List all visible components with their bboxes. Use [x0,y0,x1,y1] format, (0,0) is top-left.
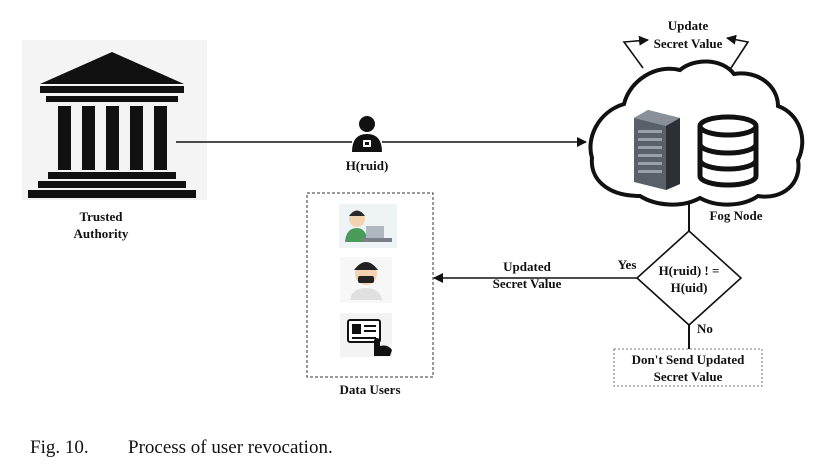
masked-user-icon [340,257,392,303]
dont-send-label-line2: Secret Value [654,369,723,384]
update-loop-right-arrow [726,34,750,69]
hash-ruid-label: H(ruid) [346,158,389,173]
trusted-authority-icon [22,40,207,200]
trusted-authority-label-line1: Trusted [79,209,123,224]
update-loop-label-line1: Update [668,18,709,33]
yes-label: Yes [618,257,637,272]
updated-secret-label-line1: Updated [503,259,551,274]
decision-diamond [635,229,743,327]
database-icon [697,114,759,188]
decision-label-line1: H(ruid) ! = [659,263,720,278]
decision-label-line2: H(uid) [671,280,708,295]
figure-caption: Fig. 10. Process of user revocation. [30,437,333,459]
dont-send-label-line1: Don't Send Updated [632,352,745,367]
update-loop-left-arrow [622,35,649,69]
user-laptop-icon [339,204,397,248]
data-users-label: Data Users [339,382,400,397]
id-card-icon [340,313,392,357]
no-label: No [697,321,713,336]
trusted-authority-label-line2: Authority [74,226,129,241]
caption-text: Process of user revocation. [128,437,333,458]
fog-node-cloud [588,59,805,207]
dont-send-box [613,348,763,387]
updated-secret-label-line2: Secret Value [493,276,562,291]
server-rack-icon [634,110,680,190]
fog-node-label: Fog Node [709,208,762,223]
update-loop-label-line2: Secret Value [654,36,723,51]
caption-number: Fig. 10. [30,437,89,458]
anonymous-user-icon [352,116,382,152]
